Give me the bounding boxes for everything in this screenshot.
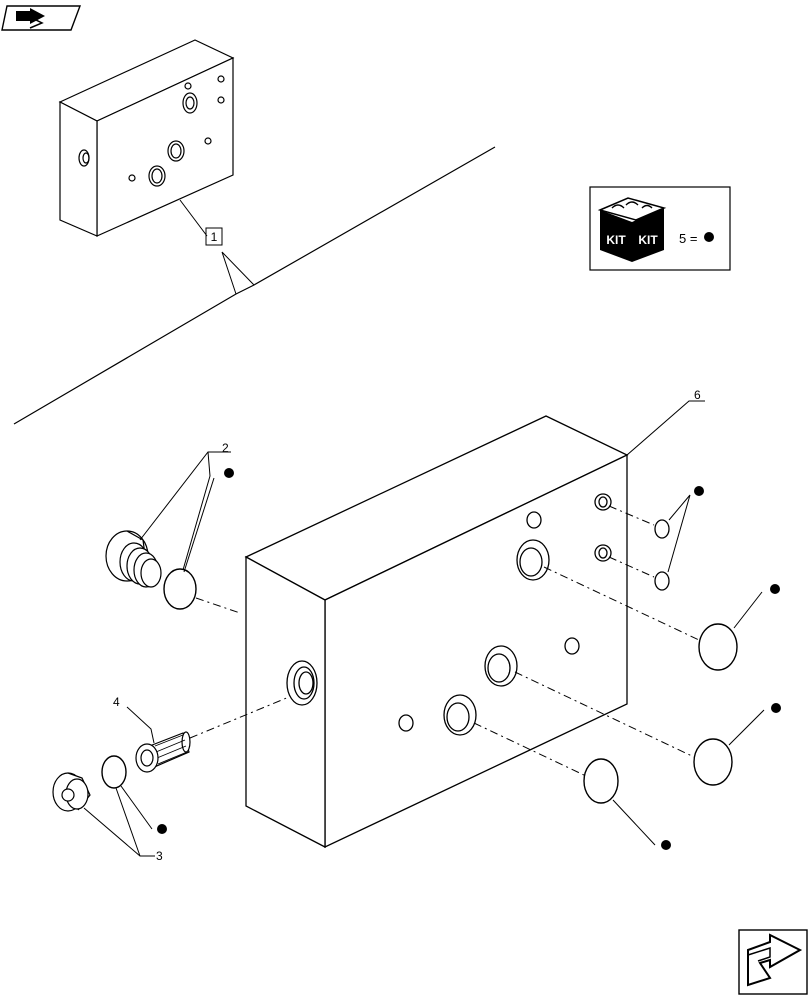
callout-2: 2	[139, 441, 234, 573]
kit-equation: 5 =	[679, 231, 697, 246]
kit-dot-icon	[770, 584, 780, 594]
plug-item-3	[52, 772, 91, 812]
kit-dot-icon	[661, 840, 671, 850]
large-o-rings	[583, 623, 738, 804]
assembly-overview	[58, 39, 235, 237]
break-line	[13, 146, 496, 425]
assembly-centerline	[608, 505, 655, 578]
small-o-rings	[654, 519, 670, 591]
kit-label-left: KIT	[606, 233, 626, 247]
o-ring	[101, 755, 127, 789]
kit-dot-icon	[224, 468, 234, 478]
o-ring	[163, 568, 197, 610]
callout-kit-large-rings	[612, 584, 781, 850]
kit-label-right: KIT	[638, 233, 658, 247]
kit-dot-icon	[157, 824, 167, 834]
fitting-item-4	[135, 731, 191, 773]
callout-4-label: 4	[113, 695, 120, 709]
plug-item-2	[105, 530, 162, 588]
callout-3: 3	[83, 785, 167, 863]
callout-6-label: 6	[694, 388, 701, 402]
kit-legend: KIT KIT 5 =	[589, 186, 731, 271]
next-page-arrow-icon[interactable]	[738, 929, 808, 995]
callout-1-label: 1	[211, 230, 218, 244]
assembly-centerline	[195, 597, 241, 614]
callout-kit-small-rings	[667, 486, 704, 573]
callout-4: 4	[113, 695, 155, 744]
callout-1: 1	[179, 199, 255, 295]
kit-box-icon: KIT KIT	[597, 197, 667, 262]
callout-6: 6	[626, 388, 705, 456]
kit-dot-icon	[694, 486, 704, 496]
callout-2-label: 2	[222, 441, 229, 455]
valve-block	[244, 415, 629, 849]
kit-dot-icon	[771, 703, 781, 713]
callout-3-label: 3	[156, 849, 163, 863]
kit-dot-icon	[704, 232, 714, 242]
assembly-centerline	[473, 566, 700, 777]
previous-page-arrow-icon[interactable]	[1, 5, 82, 31]
